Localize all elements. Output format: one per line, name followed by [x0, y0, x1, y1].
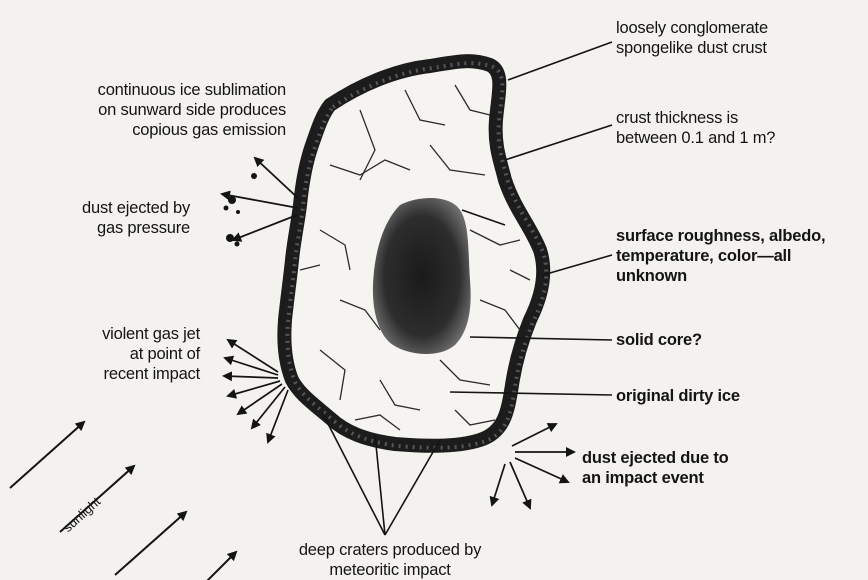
gas-jet-arrows	[224, 340, 288, 442]
label-crust-thickness-line1: crust thickness is	[616, 108, 775, 128]
label-sublimation-line1: continuous ice sublimation	[14, 80, 286, 100]
label-dirty-ice: original dirty ice	[616, 386, 740, 406]
label-dust-gas-pressure: dust ejected by gas pressure	[20, 198, 190, 238]
label-gas-jet-line1: violent gas jet	[20, 324, 200, 344]
label-surface-props-line2: temperature, color—all	[616, 246, 868, 266]
label-gas-jet: violent gas jet at point of recent impac…	[20, 324, 200, 384]
label-crust-thickness: crust thickness is between 0.1 and 1 m?	[616, 108, 775, 148]
label-crust-material: loosely conglomerate spongelike dust cru…	[616, 18, 768, 58]
impact-dust-arrows	[492, 424, 574, 508]
sunlight-arrows	[10, 422, 236, 580]
label-craters: deep craters produced by meteoritic impa…	[255, 540, 525, 580]
label-sublimation-line2: on sunward side produces	[14, 100, 286, 120]
label-crust-material-line1: loosely conglomerate	[616, 18, 768, 38]
label-gas-jet-line2: at point of	[20, 344, 200, 364]
label-gas-jet-line3: recent impact	[20, 364, 200, 384]
label-craters-line1: deep craters produced by	[255, 540, 525, 560]
label-crust-thickness-line2: between 0.1 and 1 m?	[616, 128, 775, 148]
label-dust-gas-line2: gas pressure	[20, 218, 190, 238]
label-sublimation: continuous ice sublimation on sunward si…	[14, 80, 286, 140]
label-crust-material-line2: spongelike dust crust	[616, 38, 768, 58]
label-surface-props: surface roughness, albedo, temperature, …	[616, 226, 868, 286]
dust-particles	[224, 173, 258, 247]
label-dust-gas-line1: dust ejected by	[20, 198, 190, 218]
label-craters-line2: meteoritic impact	[255, 560, 525, 580]
label-dust-impact-line1: dust ejected due to	[582, 448, 729, 468]
label-surface-props-line3: unknown	[616, 266, 868, 286]
label-dust-impact: dust ejected due to an impact event	[582, 448, 729, 488]
label-surface-props-line1: surface roughness, albedo,	[616, 226, 868, 246]
nucleus	[284, 61, 546, 448]
label-sublimation-line3: copious gas emission	[14, 120, 286, 140]
label-dust-impact-line2: an impact event	[582, 468, 729, 488]
label-solid-core: solid core?	[616, 330, 702, 350]
